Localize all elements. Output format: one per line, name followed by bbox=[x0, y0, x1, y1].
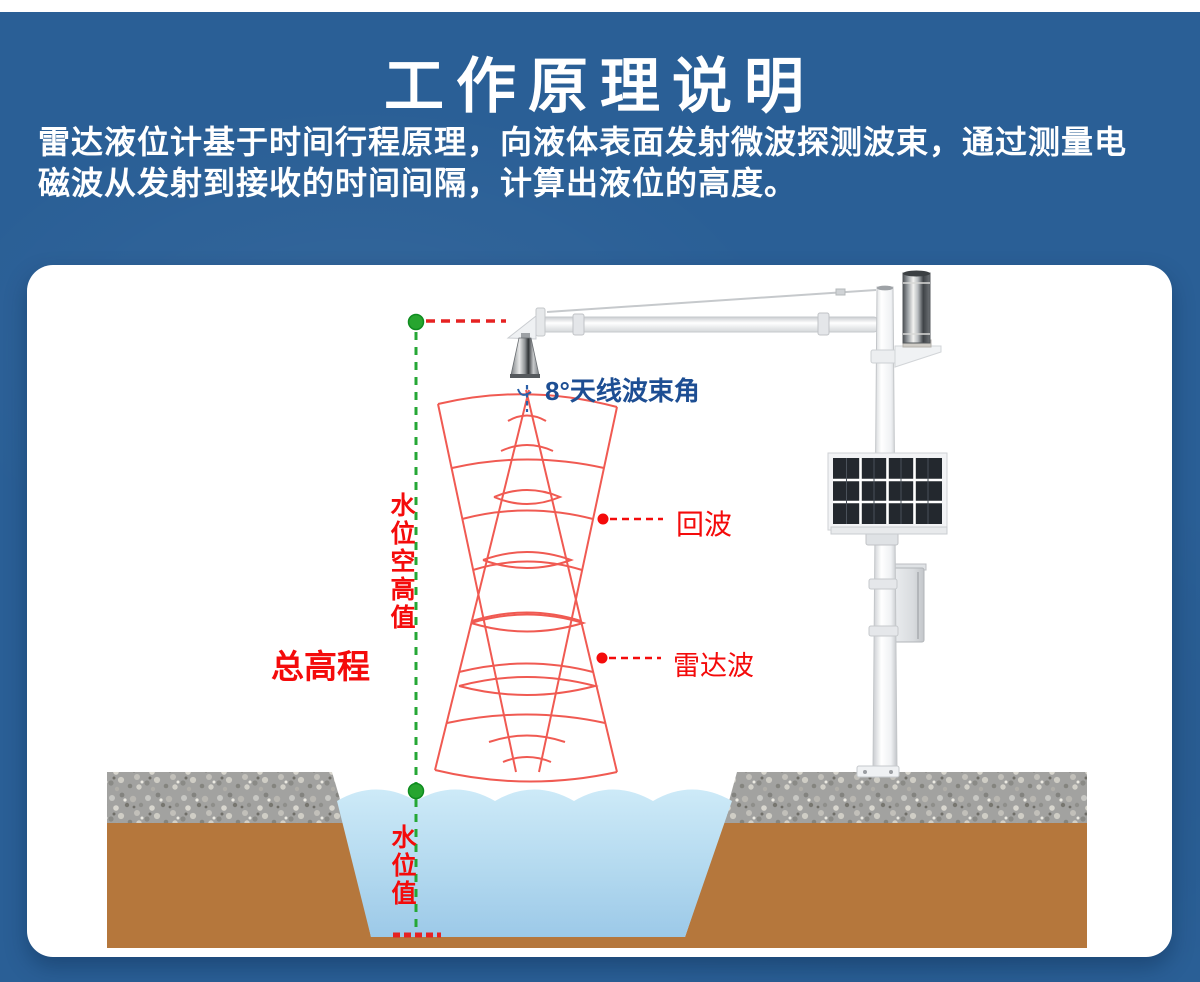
base-bolt-left bbox=[863, 770, 867, 774]
air-height-label: 水位空高值 bbox=[387, 492, 415, 632]
annotations bbox=[393, 313, 663, 938]
description-line-1: 雷达液位计基于时间行程原理，向液体表面发射微波探测波束，通过测量电 bbox=[38, 124, 1128, 160]
rain-gauge-body bbox=[902, 272, 931, 344]
echo-pointer-dot bbox=[597, 513, 609, 525]
pole-base-plate bbox=[856, 765, 900, 778]
solar-cell-splits bbox=[846, 458, 929, 524]
radar-wave-pointer-dot bbox=[596, 652, 608, 664]
arm-coupler-right bbox=[817, 312, 830, 336]
beam-angle-label: 8°天线波束角 bbox=[545, 376, 700, 406]
description-line-2: 磁波从发射到接收的时间间隔，计算出液位的高度。 bbox=[38, 165, 798, 201]
water-level-label: 水位值 bbox=[388, 824, 416, 908]
gravel-left-bank bbox=[107, 772, 347, 823]
gravel-right-bank bbox=[723, 772, 1087, 823]
arm-coupler-left bbox=[572, 313, 585, 336]
pole-top-cap bbox=[877, 285, 893, 291]
base-bolt-right bbox=[889, 770, 893, 774]
wire-turnbuckle bbox=[835, 288, 846, 296]
sensor-flange bbox=[535, 307, 546, 337]
pole-clamp-lower bbox=[868, 625, 899, 637]
description-text: 雷达液位计基于时间行程原理，向液体表面发射微波探测波束，通过测量电 磁波从发射到… bbox=[38, 122, 1168, 204]
water bbox=[337, 789, 732, 937]
total-elevation-label: 总高程 bbox=[271, 648, 370, 685]
beam-angle-arc bbox=[517, 388, 532, 396]
horn-rim bbox=[510, 374, 540, 378]
rain-gauge-shelf bbox=[894, 345, 942, 368]
echo-label: 回波 bbox=[676, 509, 733, 540]
green-marker-top bbox=[407, 313, 425, 331]
green-marker-water bbox=[407, 782, 425, 800]
top-white-strip bbox=[0, 0, 1200, 12]
pole-clamp-upper bbox=[868, 578, 898, 590]
page-title: 工作原理说明 bbox=[384, 53, 816, 120]
guy-wire bbox=[546, 289, 877, 313]
radar-horn bbox=[510, 337, 540, 376]
rain-gauge-rim bbox=[903, 270, 930, 277]
monitoring-station bbox=[506, 270, 948, 778]
solar-grid bbox=[833, 458, 942, 524]
sensor-neck bbox=[521, 333, 530, 339]
radar-wave-label: 雷达波 bbox=[673, 651, 754, 681]
radar-beam bbox=[434, 389, 618, 783]
solar-bottom-flange bbox=[830, 526, 948, 535]
pole-collar bbox=[870, 349, 898, 364]
